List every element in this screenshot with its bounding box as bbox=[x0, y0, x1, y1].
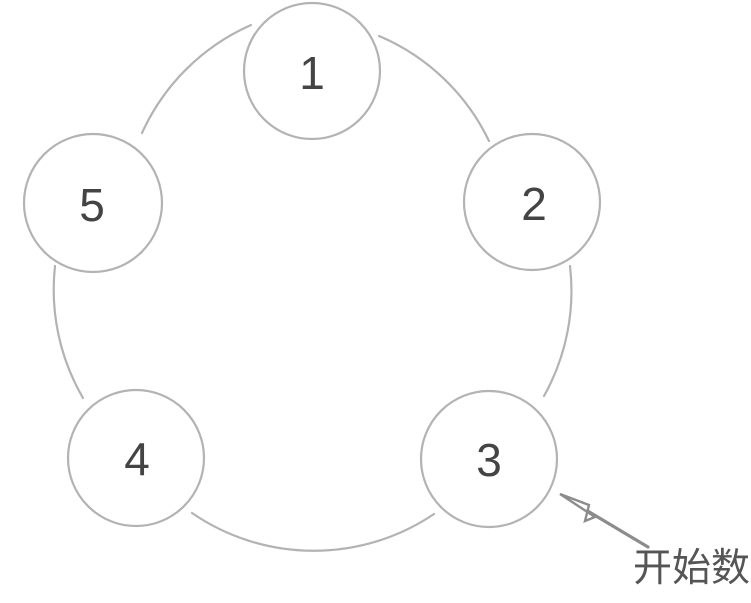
node-circle-2[interactable] bbox=[462, 132, 602, 272]
edge-group bbox=[52, 23, 573, 552]
edge-5-to-1 bbox=[140, 23, 253, 135]
edge-4-to-5 bbox=[52, 264, 85, 400]
annotation-arrow bbox=[559, 492, 650, 549]
arrow-head-icon bbox=[559, 492, 598, 523]
edge-3-to-4 bbox=[190, 511, 436, 552]
node-label-5: 5 bbox=[79, 179, 105, 231]
edge-1-to-2 bbox=[377, 34, 491, 143]
node-circle-1[interactable] bbox=[242, 1, 382, 141]
node-circle-3[interactable] bbox=[419, 389, 559, 529]
node-circle-4[interactable] bbox=[66, 388, 206, 528]
node-label-2: 2 bbox=[521, 178, 547, 230]
node-label-1: 1 bbox=[299, 47, 325, 99]
node-group bbox=[22, 1, 602, 529]
node-circle-5[interactable] bbox=[22, 132, 164, 274]
node-label-group: 1 2 3 4 5 bbox=[79, 47, 547, 486]
edge-2-to-3 bbox=[542, 264, 573, 398]
annotation-label: 开始数 bbox=[633, 546, 751, 591]
arrow-shaft-line bbox=[584, 508, 650, 549]
node-label-3: 3 bbox=[476, 434, 502, 486]
node-label-4: 4 bbox=[124, 433, 150, 485]
